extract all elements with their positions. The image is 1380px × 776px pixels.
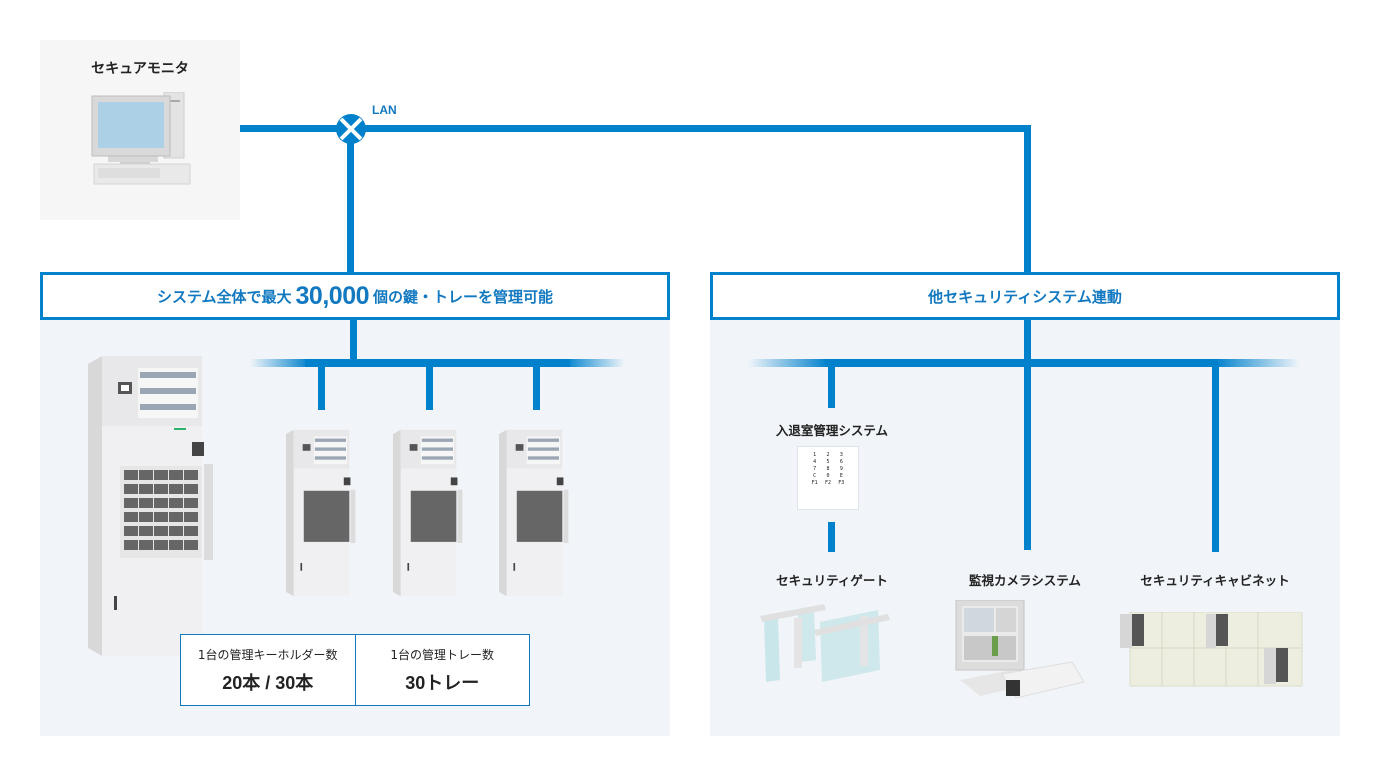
lan-line-down-left — [347, 128, 354, 274]
keypad-key: 9 — [839, 466, 843, 472]
keypad-key: F1 — [811, 480, 818, 486]
integration-bus-fade-left — [748, 359, 828, 367]
integration-bus-fade-right — [1215, 359, 1300, 367]
keypad-key: 3 — [839, 452, 843, 458]
cabinet-drop-1 — [318, 364, 325, 410]
keypad-key: 2 — [826, 452, 830, 458]
lan-line-monitor — [240, 125, 350, 132]
security-gate-label: セキュリティゲート — [776, 573, 888, 588]
spec-value: 20本 / 30本 — [222, 672, 314, 693]
integration-trunk-line — [1024, 320, 1031, 550]
cabinet-bus-fade-right — [565, 359, 625, 367]
key-capacity-header: システム全体で最大 30,000 個の鍵・トレーを管理可能 — [40, 272, 670, 320]
keypad-key: 7 — [813, 466, 817, 472]
security-cabinet-label: セキュリティキャビネット — [1140, 573, 1290, 588]
access-control-label: 入退室管理システム — [775, 423, 889, 438]
integration-header-text: 他セキュリティシステム連動 — [928, 287, 1122, 306]
keypad-key: F2 — [824, 480, 831, 486]
cabinet-trunk-line — [350, 320, 357, 360]
spec-label: 1台の管理トレー数 — [390, 647, 495, 662]
spec-table: 1台の管理キーホルダー数 20本 / 30本 1台の管理トレー数 30トレー — [180, 634, 530, 706]
cabinet-drop — [1212, 364, 1219, 552]
cabinet-bus-line — [305, 359, 570, 367]
header-capacity-number: 30,000 — [295, 281, 370, 310]
key-cabinet-unit-2-icon — [393, 429, 463, 597]
cabinet-drop-2 — [426, 364, 433, 410]
access-control-drop — [828, 364, 835, 408]
key-cabinet-unit-1-icon — [286, 429, 356, 597]
keypad-key: 8 — [826, 466, 830, 472]
integration-bus-line — [825, 359, 1218, 367]
key-cabinet-unit-3-icon — [499, 429, 569, 597]
spec-value: 30トレー — [405, 672, 480, 693]
integration-header: 他セキュリティシステム連動 — [710, 272, 1340, 320]
keypad-key: C — [813, 473, 817, 479]
header-prefix: システム全体で最大 — [156, 287, 292, 306]
keypad-key: 1 — [813, 452, 817, 458]
camera-system-label: 監視カメラシステム — [969, 573, 1081, 588]
cabinet-bus-fade-left — [250, 359, 310, 367]
header-suffix: 個の鍵・トレーを管理可能 — [373, 287, 554, 306]
keypad-icon: 1 2 3 4 5 6 7 8 9 C 0 E F1 F2 F3 — [797, 446, 859, 510]
keypad-key: E — [839, 473, 843, 479]
gate-drop — [828, 522, 835, 552]
cabinet-drop-3 — [533, 364, 540, 410]
lan-label: LAN — [372, 103, 397, 117]
security-cabinet-icon — [1120, 612, 1303, 687]
spec-trays: 1台の管理トレー数 30トレー — [354, 635, 530, 705]
pc-monitor-icon — [91, 92, 191, 185]
keypad-key: F3 — [838, 480, 845, 486]
lan-line-right — [350, 125, 1031, 132]
keypad-key: 6 — [839, 459, 843, 465]
spec-label: 1台の管理キーホルダー数 — [197, 647, 338, 662]
keypad-key: 4 — [813, 459, 817, 465]
keypad-key: 0 — [826, 473, 830, 479]
surveillance-camera-icon — [955, 600, 1085, 698]
secure-monitor-title: セキュアモニタ — [91, 61, 189, 77]
keypad-key: 5 — [826, 459, 830, 465]
key-cabinet-large-icon — [88, 356, 213, 656]
spec-keyholders: 1台の管理キーホルダー数 20本 / 30本 — [181, 635, 355, 705]
lan-hub-icon — [336, 114, 366, 144]
lan-line-down-right — [1024, 128, 1031, 274]
security-gate-icon — [760, 604, 890, 682]
